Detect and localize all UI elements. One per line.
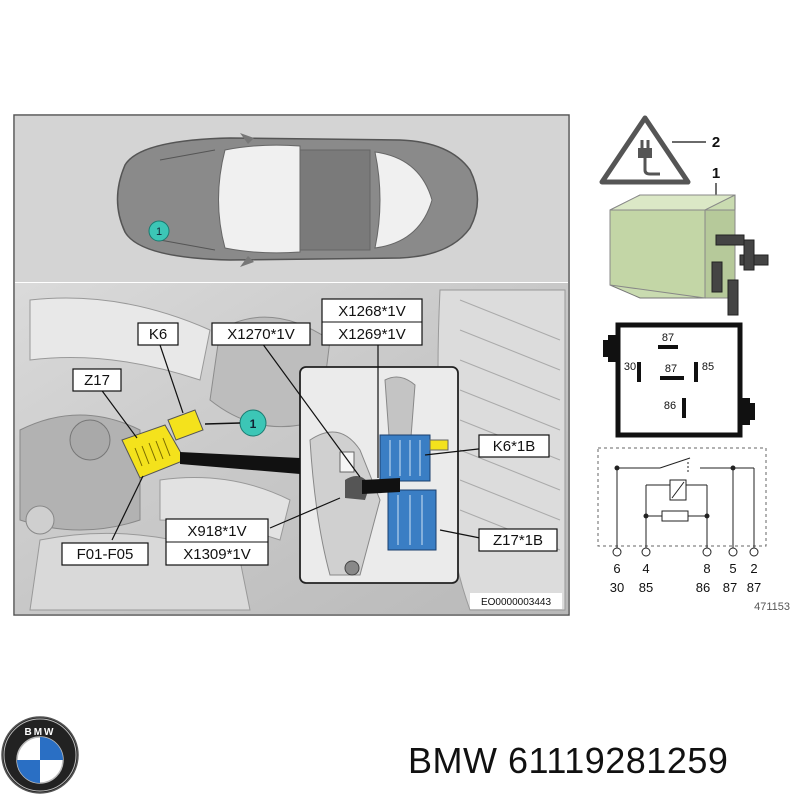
- svg-text:30: 30: [610, 580, 624, 595]
- svg-text:87: 87: [662, 332, 674, 344]
- bmw-logo: BMW: [1, 716, 79, 794]
- callout-1-number: 1: [712, 165, 720, 182]
- label-z17: Z17: [72, 368, 122, 392]
- svg-text:Z17: Z17: [84, 372, 110, 389]
- svg-text:87: 87: [747, 580, 761, 595]
- relay-body: [609, 194, 769, 316]
- figure-code-left: EO0000003443: [470, 593, 562, 609]
- svg-text:X1269*1V: X1269*1V: [338, 326, 406, 343]
- svg-text:30: 30: [624, 361, 636, 373]
- label-z17-1b: Z17*1B: [478, 528, 558, 552]
- svg-text:X1268*1V: X1268*1V: [338, 303, 406, 320]
- svg-text:4: 4: [642, 561, 649, 576]
- relay-schematic: [597, 447, 767, 557]
- vehicle-location-panel: 1: [13, 114, 570, 616]
- svg-text:85: 85: [639, 580, 653, 595]
- svg-text:X1270*1V: X1270*1V: [227, 326, 295, 343]
- schematic-pin-terminals: 30 85 86 87 87: [610, 580, 761, 595]
- svg-text:6: 6: [613, 561, 620, 576]
- svg-text:X918*1V: X918*1V: [187, 523, 246, 540]
- car-marker: 1: [148, 220, 170, 242]
- svg-text:5: 5: [729, 561, 736, 576]
- brand-part-number: BMW 61119281259: [408, 740, 728, 782]
- label-x918-x1309: X918*1V X1309*1V: [165, 518, 269, 566]
- svg-text:X1309*1V: X1309*1V: [183, 546, 251, 563]
- bmw-logo-lettering: BMW: [25, 727, 56, 738]
- svg-text:K6: K6: [149, 326, 167, 343]
- label-f01-f05: F01-F05: [61, 542, 149, 566]
- relay-component-panel: 2 1 87 30: [597, 115, 790, 613]
- svg-text:EO0000003443: EO0000003443: [481, 597, 552, 608]
- car-top-view: [116, 133, 479, 267]
- svg-text:87: 87: [723, 580, 737, 595]
- fuse-box-f01-f05: [121, 424, 186, 479]
- part-number: 61119281259: [508, 740, 729, 781]
- svg-text:86: 86: [664, 400, 676, 412]
- connector-detail-inset: [299, 366, 459, 584]
- zoom-wedge: [180, 452, 300, 474]
- label-k6-1b: K6*1B: [478, 434, 550, 458]
- callout-marker-number: 1: [250, 417, 257, 431]
- figure-code-right: 471153: [754, 601, 790, 613]
- relay-k6-location: [167, 409, 204, 441]
- svg-text:8: 8: [703, 561, 710, 576]
- svg-text:K6*1B: K6*1B: [493, 438, 536, 455]
- label-x1270: X1270*1V: [211, 322, 311, 346]
- svg-text:85: 85: [702, 361, 714, 373]
- callout-2-number: 2: [712, 134, 720, 151]
- svg-text:F01-F05: F01-F05: [77, 546, 134, 563]
- svg-text:2: 2: [750, 561, 757, 576]
- svg-text:Z17*1B: Z17*1B: [493, 532, 543, 549]
- svg-text:87: 87: [665, 363, 677, 375]
- car-marker-number: 1: [156, 226, 162, 238]
- label-k6: K6: [137, 322, 179, 346]
- schematic-pin-numbers: 6 4 8 5 2: [613, 561, 757, 576]
- plug-warning-icon: [599, 115, 691, 185]
- label-x1268-x1269: X1268*1V X1269*1V: [321, 298, 423, 346]
- svg-text:86: 86: [696, 580, 710, 595]
- brand-name: BMW: [408, 740, 498, 781]
- relay-pin-layout: 87 30 87 85 86: [603, 322, 755, 438]
